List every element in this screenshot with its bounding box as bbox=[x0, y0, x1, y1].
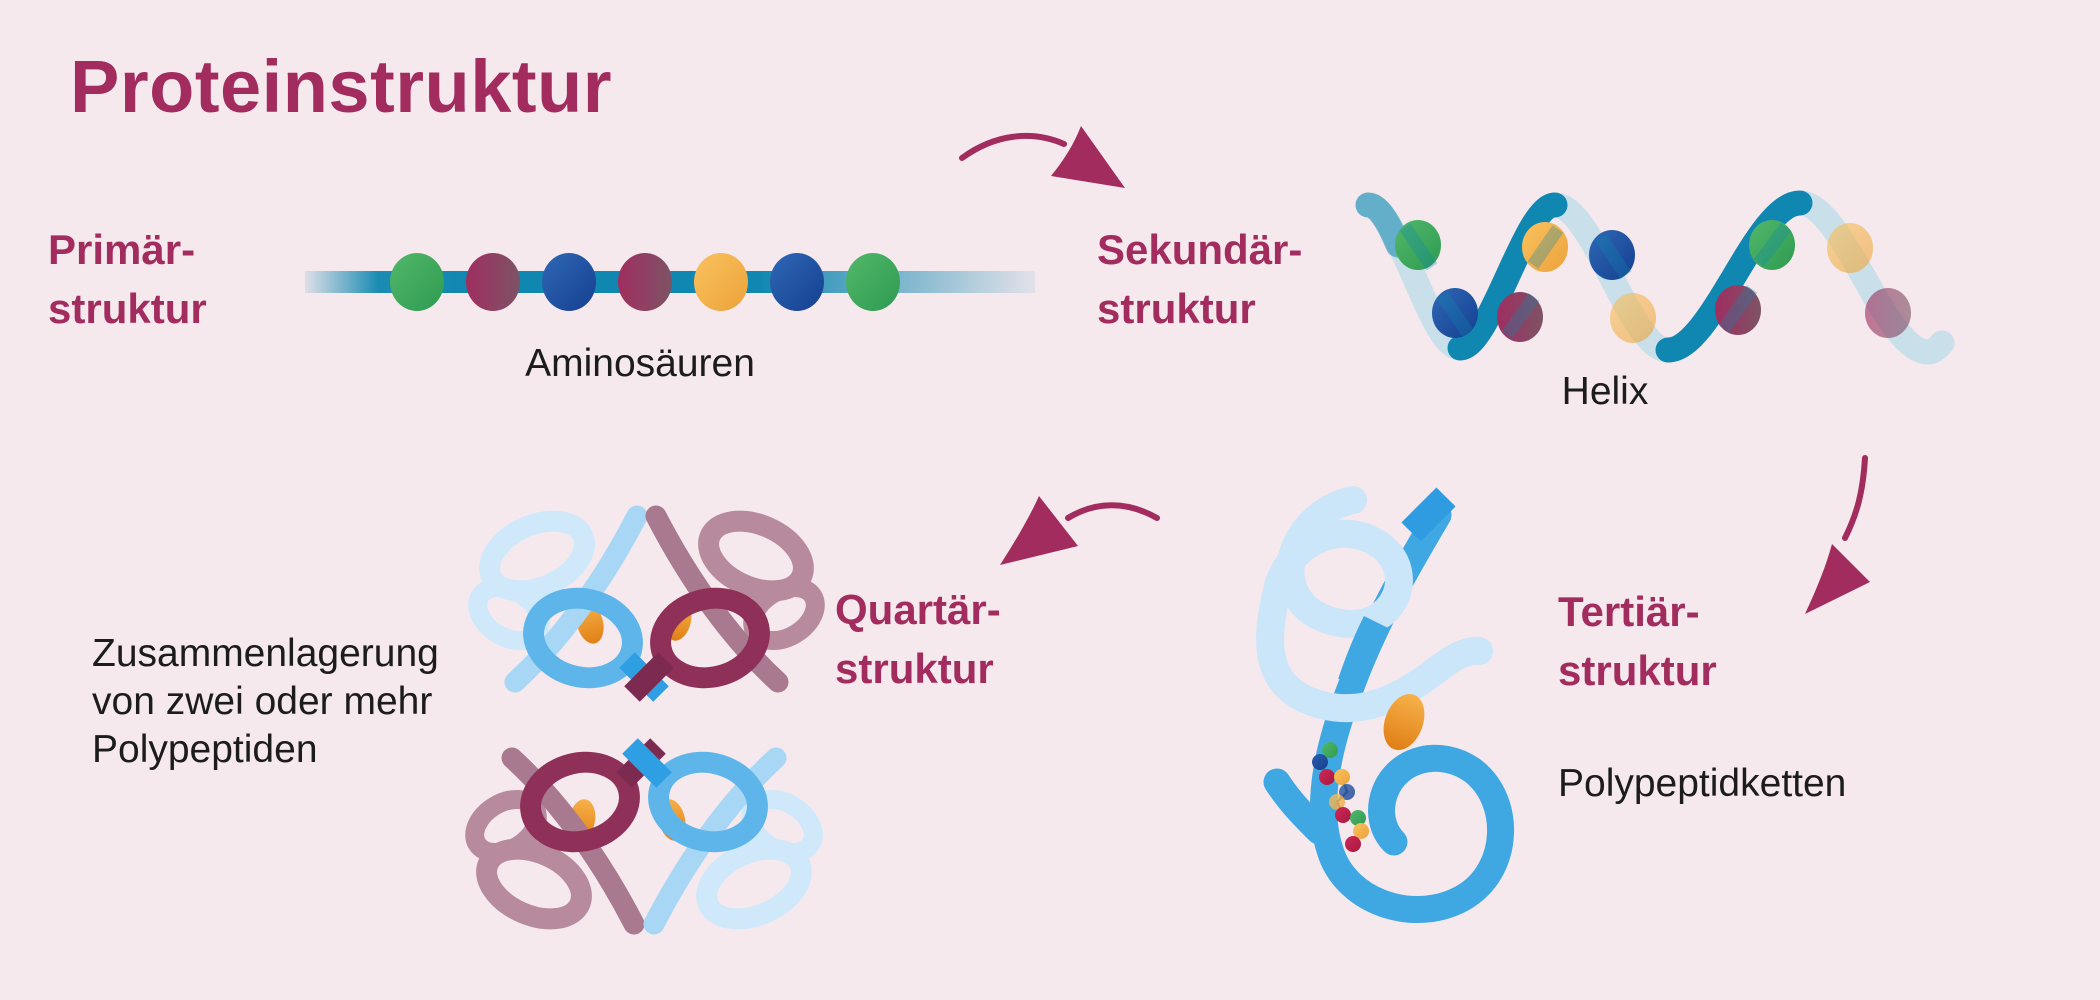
amino-acid-bead bbox=[846, 253, 900, 311]
label-quaternary-line2: struktur bbox=[835, 645, 994, 692]
side-chain-dot bbox=[1350, 810, 1366, 826]
polypeptide-strand-light bbox=[1256, 486, 1493, 723]
amino-acid-bead bbox=[466, 253, 520, 311]
caption-quaternary-line1: Zusammenlagerung bbox=[92, 632, 439, 675]
amino-acid-bead bbox=[770, 253, 824, 311]
helix-ribbon-overlap bbox=[1399, 223, 1792, 339]
subunit-blue-top-left bbox=[467, 507, 661, 694]
amino-acid-bead bbox=[542, 253, 596, 311]
side-chain-dot bbox=[1335, 807, 1351, 823]
helix-bead bbox=[1749, 220, 1795, 270]
helix-ribbon-front bbox=[1447, 192, 1568, 361]
subunit-blue-bottom-right bbox=[630, 746, 824, 933]
caption-quaternary-line2: von zwei oder mehr bbox=[92, 680, 433, 723]
helix-bead bbox=[1522, 222, 1568, 272]
arrow-primary-to-secondary-icon bbox=[959, 126, 1125, 188]
primary-chain-illustration bbox=[305, 253, 1035, 311]
quaternary-structure-illustration bbox=[464, 507, 826, 933]
page-title: Proteinstruktur bbox=[70, 45, 613, 128]
arrow-tertiary-to-quaternary-icon bbox=[1000, 496, 1160, 565]
side-chain-dot bbox=[1345, 836, 1361, 852]
helix-illustration bbox=[1355, 190, 1955, 365]
helix-bead bbox=[1827, 223, 1873, 273]
tertiary-structure-illustration bbox=[1256, 486, 1514, 923]
caption-quaternary-description: Zusammenlagerung von zwei oder mehr Poly… bbox=[92, 630, 439, 774]
helix-beads bbox=[1395, 220, 1911, 343]
label-quaternary-structure: Quartär- struktur bbox=[835, 580, 1001, 698]
side-chain-dot bbox=[1322, 742, 1338, 758]
helix-bead bbox=[1432, 288, 1478, 338]
helix-ribbon-front bbox=[1355, 192, 1411, 258]
amino-acid-bead bbox=[618, 253, 672, 311]
amino-acid-bead bbox=[390, 253, 444, 311]
label-tertiary-line2: struktur bbox=[1558, 647, 1717, 694]
label-secondary-line1: Sekundär- bbox=[1097, 226, 1303, 273]
helix-bead bbox=[1865, 288, 1911, 338]
amino-acid-beads bbox=[390, 253, 900, 311]
cofactor-blob bbox=[1383, 693, 1425, 751]
caption-quaternary-line3: Polypeptiden bbox=[92, 728, 318, 771]
helix-bead bbox=[1715, 285, 1761, 335]
label-tertiary-line1: Tertiär- bbox=[1558, 588, 1700, 635]
helix-bead bbox=[1610, 293, 1656, 343]
side-chain-dot bbox=[1312, 754, 1328, 770]
helix-bead bbox=[1395, 220, 1441, 270]
label-quaternary-line1: Quartär- bbox=[835, 586, 1001, 633]
caption-polypeptide-chains: Polypeptidketten bbox=[1558, 762, 1847, 805]
arrow-secondary-to-tertiary-icon bbox=[1805, 455, 1870, 614]
label-secondary-structure: Sekundär- struktur bbox=[1097, 220, 1302, 338]
label-tertiary-structure: Tertiär- struktur bbox=[1558, 582, 1717, 700]
side-chain-dot bbox=[1334, 769, 1350, 785]
side-chain-dot bbox=[1353, 823, 1369, 839]
polypeptide-strand-stub bbox=[1401, 487, 1456, 542]
helix-bead bbox=[1497, 292, 1543, 342]
subunit-wine-bottom-left bbox=[464, 746, 658, 933]
side-chain-dot bbox=[1339, 784, 1355, 800]
polypeptide-strand-cross bbox=[1338, 615, 1389, 688]
label-primary-structure: Primär- struktur bbox=[48, 220, 207, 338]
subunit-wine-top-right bbox=[632, 507, 826, 694]
label-primary-line2: struktur bbox=[48, 285, 207, 332]
caption-amino-acids: Aminosäuren bbox=[525, 342, 755, 385]
label-secondary-line2: struktur bbox=[1097, 285, 1256, 332]
caption-helix: Helix bbox=[1561, 370, 1649, 413]
side-chain-dots bbox=[1312, 742, 1369, 852]
polypeptide-strand-hook bbox=[1263, 768, 1333, 845]
helix-bead bbox=[1589, 230, 1635, 280]
side-chain-dot bbox=[1319, 769, 1335, 785]
label-primary-line1: Primär- bbox=[48, 226, 196, 273]
amino-acid-bead bbox=[694, 253, 748, 311]
side-chain-dot bbox=[1329, 794, 1345, 810]
helix-ribbon-front bbox=[1655, 190, 1813, 363]
